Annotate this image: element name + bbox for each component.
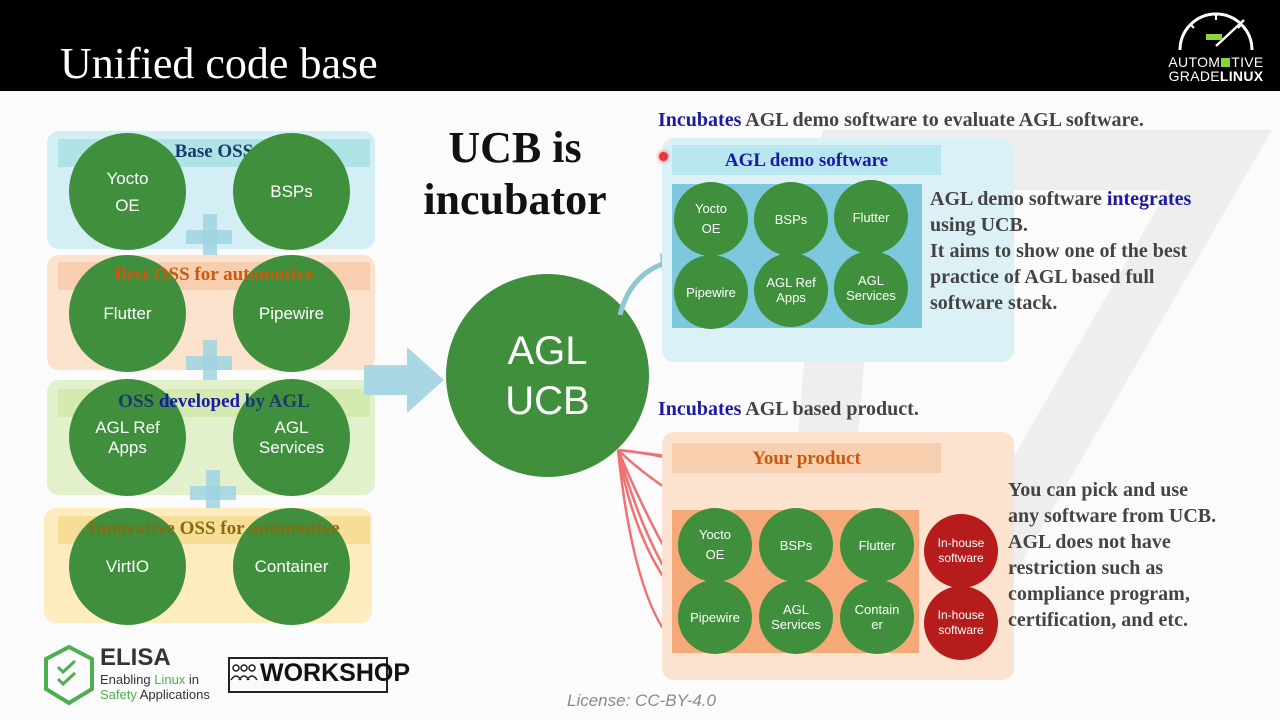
ucb-heading: UCB is incubator (423, 123, 607, 224)
arrow-right-icon (364, 347, 444, 413)
elisa-name: ELISA (100, 644, 171, 671)
agl-ref-apps-circle: AGL Ref Apps (69, 379, 186, 496)
demo-agl-services-circle: AGL Services (834, 251, 908, 325)
demo-header: Incubates AGL demo software to evaluate … (658, 109, 1144, 131)
inhouse-software-circle: In-house software (924, 586, 998, 660)
laser-pointer-dot (659, 152, 668, 161)
gauge-icon (1178, 12, 1254, 51)
plus-icon-bar (186, 356, 232, 370)
title-bar (0, 0, 1280, 91)
innovative-oss-label: Innovative OSS for automotive (88, 518, 340, 539)
plus-icon-bar (186, 230, 232, 244)
product-container-circle: Contain er (840, 580, 914, 654)
license-text: License: CC-BY-4.0 (567, 691, 716, 710)
demo-agl-ref-apps-circle: AGL Ref Apps (754, 253, 828, 327)
container-circle: Container (233, 508, 350, 625)
demo-description: AGL demo software integrates using UCB. … (930, 188, 1192, 314)
agl-services-circle: AGL Services (233, 379, 350, 496)
best-oss-label: Best OSS for automotive (114, 264, 314, 285)
slide-title: Unified code base (60, 39, 378, 88)
demo-yocto-circle: Yocto OE (674, 182, 748, 256)
virtio-circle: VirtIO (69, 508, 186, 625)
product-yocto-circle: Yocto OE (678, 508, 752, 582)
product-description: You can pick and use any software from U… (1008, 479, 1217, 631)
pipewire-circle: Pipewire (233, 255, 350, 372)
developed-oss-label: OSS developed by AGL (118, 391, 310, 412)
product-flutter-circle: Flutter (840, 508, 914, 582)
workshop-label: WORKSHOP (260, 659, 410, 687)
product-label: Your product (752, 448, 861, 469)
product-pipewire-circle: Pipewire (678, 580, 752, 654)
demo-label-bg (672, 145, 941, 175)
yocto-oe-circle: Yocto OE (69, 133, 186, 250)
demo-bsps-circle: BSPs (754, 182, 828, 256)
bsps-circle: BSPs (233, 133, 350, 250)
product-header: Incubates AGL based product. (658, 398, 919, 420)
product-label-bg (672, 443, 941, 473)
flutter-circle: Flutter (69, 255, 186, 372)
demo-flutter-circle: Flutter (834, 180, 908, 254)
workshop-badge (228, 657, 388, 693)
demo-pipewire-circle: Pipewire (674, 255, 748, 329)
product-bsps-circle: BSPs (759, 508, 833, 582)
demo-label: AGL demo software (724, 150, 889, 171)
base-oss-label: Base OSS (174, 141, 254, 162)
people-icon (230, 664, 258, 681)
plus-icon-bar (190, 486, 236, 500)
elisa-tagline: Enabling Linux in Safety Applications (100, 672, 210, 702)
elisa-shield-icon (44, 645, 94, 705)
inhouse-software-circle: In-house software (924, 514, 998, 588)
product-agl-services-circle: AGL Services (759, 580, 833, 654)
